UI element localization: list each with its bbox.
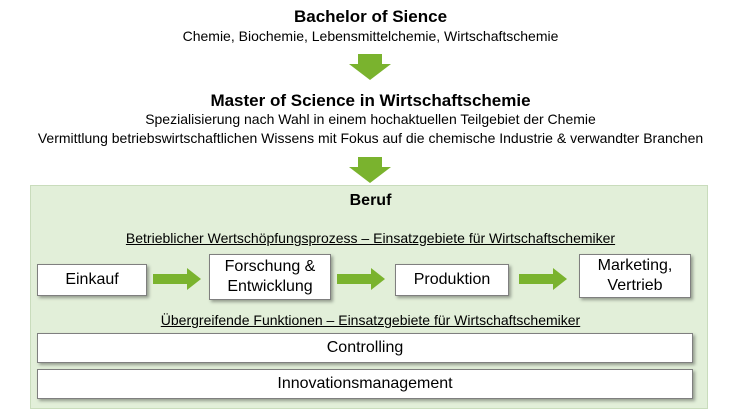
master-line-2: Vermittlung betriebswirtschaftlichen Wis… xyxy=(37,130,704,146)
down-arrow-1 xyxy=(349,54,391,80)
right-arrow-1 xyxy=(153,268,201,290)
right-arrow-2 xyxy=(337,268,385,290)
process-step-marketing: Marketing, Vertrieb xyxy=(579,254,691,298)
function-innovationsmanagement: Innovationsmanagement xyxy=(37,369,693,399)
master-line-1: Spezialisierung nach Wahl in einem hocha… xyxy=(145,111,596,127)
down-arrow-2 xyxy=(349,157,391,183)
functions-heading: Übergreifende Funktionen – Einsatzgebiet… xyxy=(160,312,581,328)
master-title: Master of Science in Wirtschaftschemie xyxy=(210,91,531,110)
bachelor-subjects: Chemie, Biochemie, Lebensmittelchemie, W… xyxy=(182,28,559,44)
bachelor-title: Bachelor of Sience xyxy=(293,7,448,26)
right-arrow-3 xyxy=(519,268,567,290)
function-controlling: Controlling xyxy=(37,333,693,363)
process-step-forschung: Forschung & Entwicklung xyxy=(209,254,331,300)
process-step-produktion: Produktion xyxy=(395,264,509,296)
process-heading: Betrieblicher Wertschöpfungsprozess – Ei… xyxy=(125,230,616,246)
process-step-einkauf: Einkauf xyxy=(37,264,147,296)
beruf-title: Beruf xyxy=(349,192,392,209)
